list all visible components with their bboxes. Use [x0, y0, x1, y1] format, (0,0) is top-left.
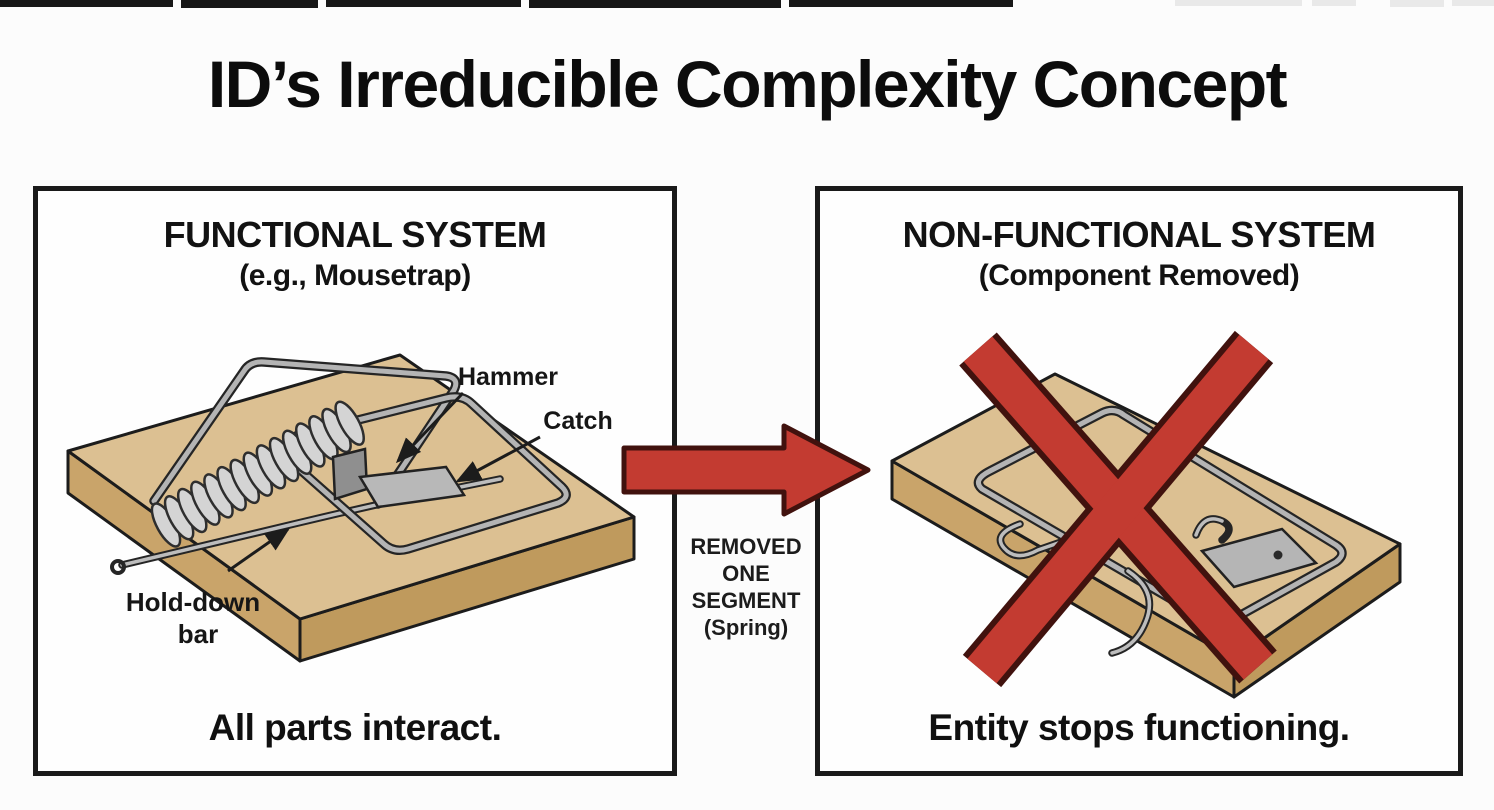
catch-plate [357, 465, 467, 509]
page-title: ID’s Irreducible Complexity Concept [207, 47, 1288, 121]
transition-line: REMOVED [690, 534, 802, 559]
transition-line: (Spring) [703, 615, 789, 640]
non-functional-system-panel: NON-FUNCTIONAL SYSTEM (Component Removed… [815, 186, 1463, 776]
left-panel-caption: All parts interact. [208, 707, 502, 748]
hold-down-label-line1: Hold-down [126, 587, 260, 617]
mousetrap-functional-illustration: Hammer Catch Hold-down bar [66, 353, 636, 663]
right-panel-caption: Entity stops functioning. [928, 707, 1350, 748]
catch-label: Catch [543, 407, 612, 435]
hammer-wire [149, 357, 461, 509]
right-panel-subheading: (Component Removed) [978, 259, 1300, 293]
left-panel-heading: FUNCTIONAL SYSTEM [163, 214, 547, 255]
transition-line: ONE [722, 561, 770, 586]
catch-pointer-line [455, 435, 541, 483]
left-panel-subheading: (e.g., Mousetrap) [239, 259, 471, 293]
spring-coil [150, 400, 365, 548]
hammer-pointer-line [395, 391, 465, 464]
right-panel-heading: NON-FUNCTIONAL SYSTEM [902, 214, 1376, 255]
loose-wires [996, 508, 1233, 657]
hammer-plate [331, 447, 369, 501]
hammer-label: Hammer [458, 363, 558, 391]
functional-system-panel: FUNCTIONAL SYSTEM (e.g., Mousetrap) [33, 186, 677, 776]
right-arrow-icon [621, 423, 871, 517]
hold-down-pointer-line [227, 527, 291, 573]
red-x-icon [959, 330, 1277, 688]
transition-note: REMOVED ONE SEGMENT (Spring) [659, 533, 833, 641]
mousetrap-broken-illustration [890, 330, 1402, 699]
transition-line: SEGMENT [691, 588, 801, 613]
hold-down-label-line2: bar [178, 619, 218, 649]
catch-plate [1199, 527, 1319, 589]
frame-wire [973, 405, 1347, 629]
